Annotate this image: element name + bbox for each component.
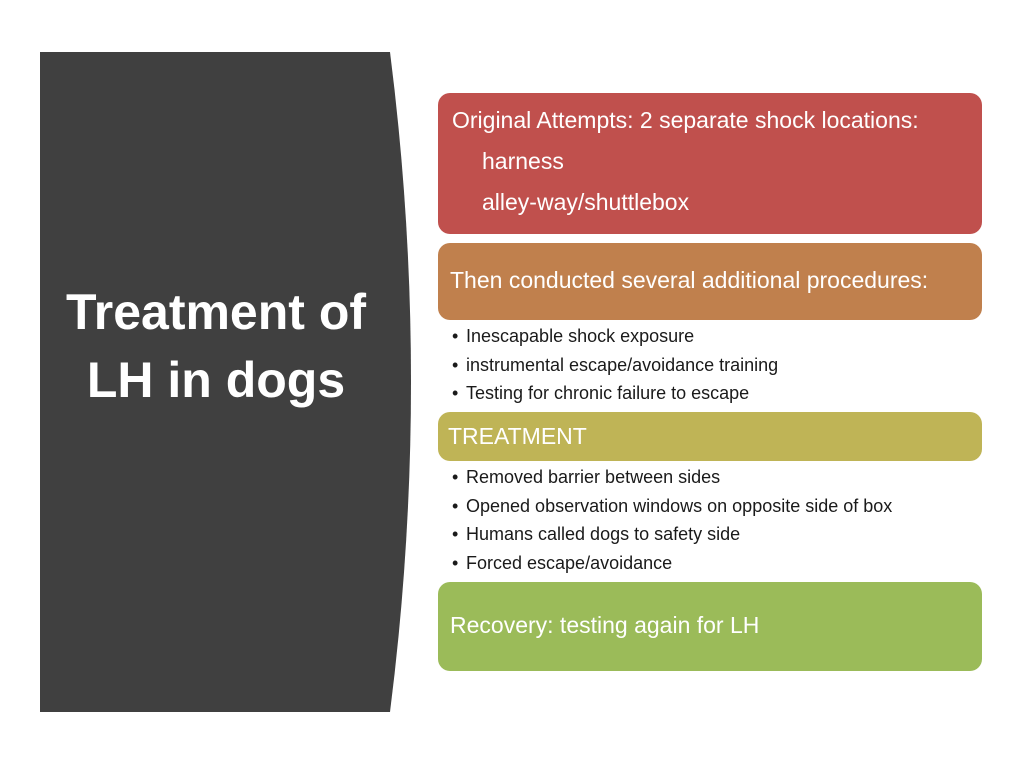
recovery-heading: Recovery: testing again for LH [450,612,760,638]
procedures-box: Then conducted several additional proced… [438,243,982,320]
bullet-icon: • [452,495,459,516]
location-item: harness [482,148,564,174]
bullet-icon: • [452,552,459,573]
bullet-icon: • [452,383,459,403]
list-item: • Forced escape/avoidance [452,549,892,578]
treatment-item: Opened observation windows on opposite s… [466,495,893,516]
procedure-item: Testing for chronic failure to escape [466,383,750,403]
procedure-item: instrumental escape/avoidance training [466,354,779,375]
procedure-item: Inescapable shock exposure [466,326,695,346]
list-item: • Inescapable shock exposure [452,322,778,351]
bullet-icon: • [452,354,459,375]
treatment-heading: TREATMENT [448,423,587,449]
procedures-heading: Then conducted several additional proced… [450,267,929,293]
slide-title: Treatment of LH in dogs [65,284,367,408]
bullet-icon: • [452,467,459,487]
treatment-list: • Removed barrier between sides • Opened o… [452,463,892,577]
list-item: • Removed barrier between sides [452,463,892,492]
treatment-item: Forced escape/avoidance [466,552,673,573]
list-item: • Opened observation windows on opposite … [452,492,892,521]
bullet-icon: • [452,524,459,544]
treatment-item: Removed barrier between sides [466,467,721,487]
procedures-list: • Inescapable shock exposure • instrumenta… [452,322,778,408]
original-attempts-heading: Original Attempts: 2 separate shock loca… [452,107,919,133]
treatment-box: TREATMENT [438,412,982,461]
list-item: • Testing for chronic failure to escape [452,379,778,408]
bullet-icon: • [452,326,459,346]
recovery-box: Recovery: testing again for LH [438,582,982,671]
original-attempts-box: Original Attempts: 2 separate shock loca… [438,93,982,234]
list-item: • Humans called dogs to safety side [452,520,892,549]
location-item: alley-way/shuttlebox [482,189,690,215]
treatment-item: Humans called dogs to safety side [466,524,741,544]
list-item: • instrumental escape/avoidance training [452,351,778,380]
